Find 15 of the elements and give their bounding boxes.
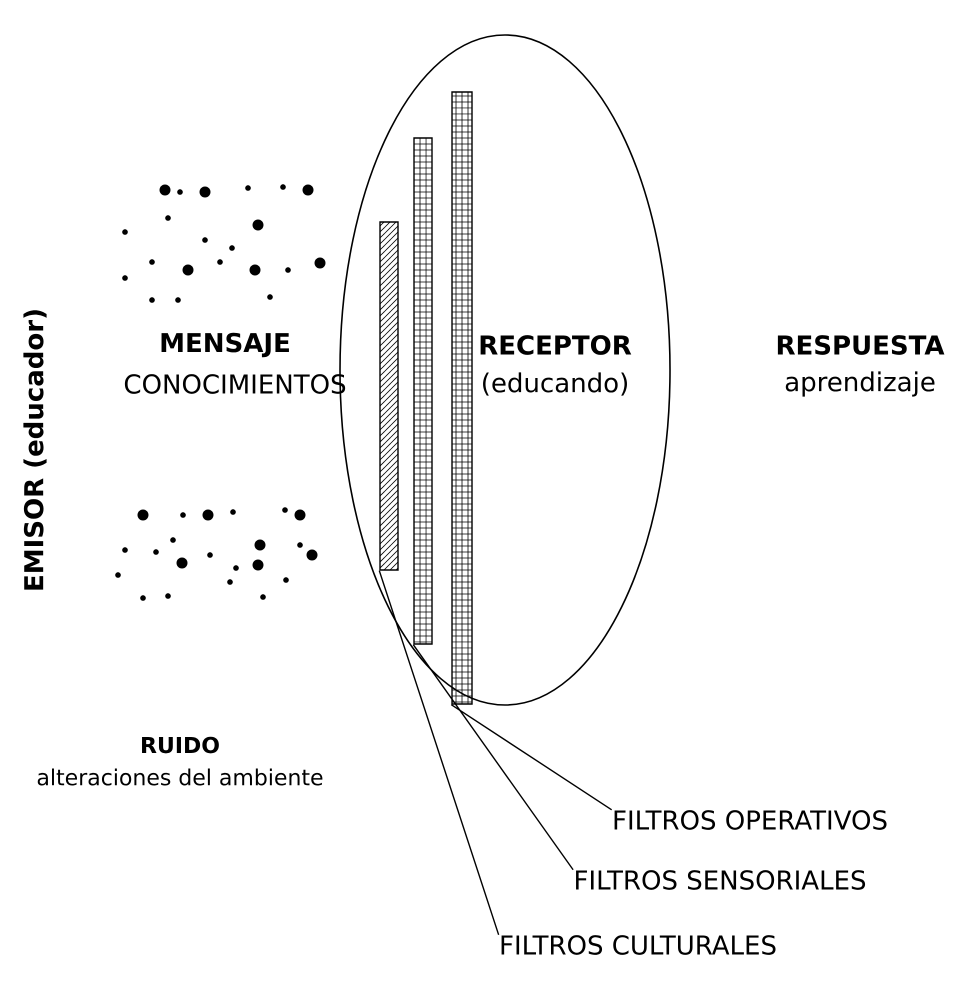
filter-label: FILTROS SENSORIALES xyxy=(576,870,866,890)
noise-label: alteraciones del ambiente xyxy=(38,768,322,786)
leader-line xyxy=(412,644,574,870)
emitter-label: EMISOR (educador) xyxy=(23,310,47,590)
filter-bar xyxy=(379,221,399,571)
leader-line xyxy=(450,704,612,810)
message-label: MENSAJE xyxy=(162,332,289,358)
filter-bar xyxy=(451,91,473,705)
leader-line xyxy=(378,570,500,935)
response-label: RESPUESTA xyxy=(778,335,944,355)
filter-label: FILTROS OPERATIVOS xyxy=(614,810,887,830)
filter-label: FILTROS CULTURALES xyxy=(502,935,776,955)
filter-bar xyxy=(413,137,433,645)
response-label: aprendizaje xyxy=(786,371,934,397)
noise-label: RUIDO xyxy=(142,736,219,754)
